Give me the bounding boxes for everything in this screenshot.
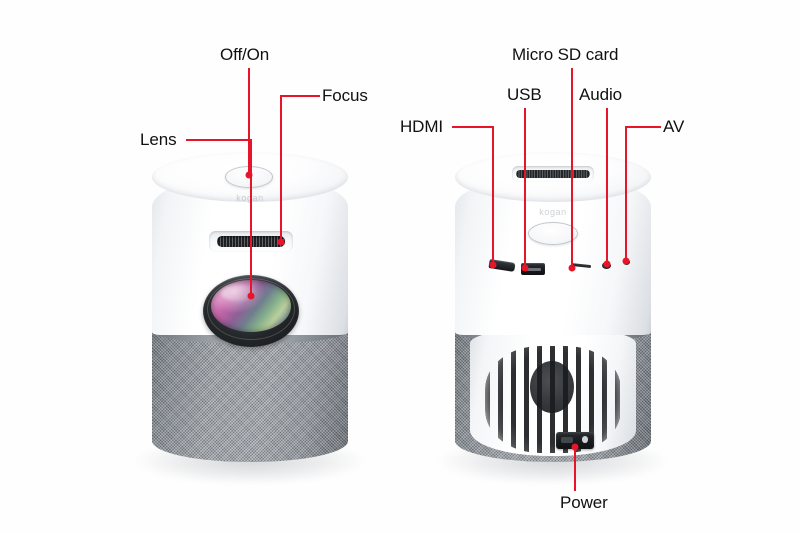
callout-label-usb: USB [507, 85, 542, 104]
callout-dot-lens [247, 292, 255, 300]
callout-label-sd: Micro SD card [512, 45, 619, 64]
callout-dot-av [622, 257, 630, 265]
callout-leader-sd-v [571, 68, 573, 268]
callout-label-focus: Focus [322, 86, 368, 105]
callout-label-hdmi: HDMI [400, 117, 444, 136]
rear-vent-panel [470, 328, 636, 456]
brand-text-rear: kogan [539, 207, 567, 217]
top-vent-slot [512, 166, 594, 182]
callout-leader-focus-h [280, 95, 320, 97]
callout-dot-sd [568, 264, 576, 272]
callout-label-offon: Off/On [220, 45, 270, 64]
callout-leader-power-v [574, 447, 576, 491]
callout-leader-lens-v [250, 139, 252, 296]
top-vent-ridges [516, 169, 590, 178]
callout-leader-usb-v [524, 108, 526, 268]
callout-leader-offon-v [248, 68, 250, 175]
rear-off-on-button[interactable] [528, 222, 578, 245]
callout-dot-focus [277, 238, 285, 246]
callout-dot-usb [521, 264, 529, 272]
power-port[interactable] [556, 432, 594, 449]
speaker-grille [152, 330, 348, 462]
callout-dot-hdmi [489, 261, 497, 269]
callout-label-lens: Lens [140, 130, 177, 149]
callout-label-av: AV [663, 117, 685, 136]
callout-leader-focus-v [280, 95, 282, 242]
callout-leader-audio-v [606, 108, 608, 264]
brand-text-front: kogan [205, 193, 295, 203]
rear-vent-slats [484, 345, 622, 454]
callout-label-audio: Audio [579, 85, 622, 104]
callout-dot-offon [245, 171, 253, 179]
callout-leader-av-v [625, 126, 627, 261]
callout-leader-lens-h [186, 139, 252, 141]
callout-dot-audio [603, 260, 611, 268]
callout-leader-hdmi-v [492, 126, 494, 265]
callout-label-power: Power [560, 493, 608, 512]
callout-leader-hdmi-h [452, 126, 494, 128]
callout-dot-power [571, 443, 579, 451]
callout-leader-av-h [625, 126, 661, 128]
